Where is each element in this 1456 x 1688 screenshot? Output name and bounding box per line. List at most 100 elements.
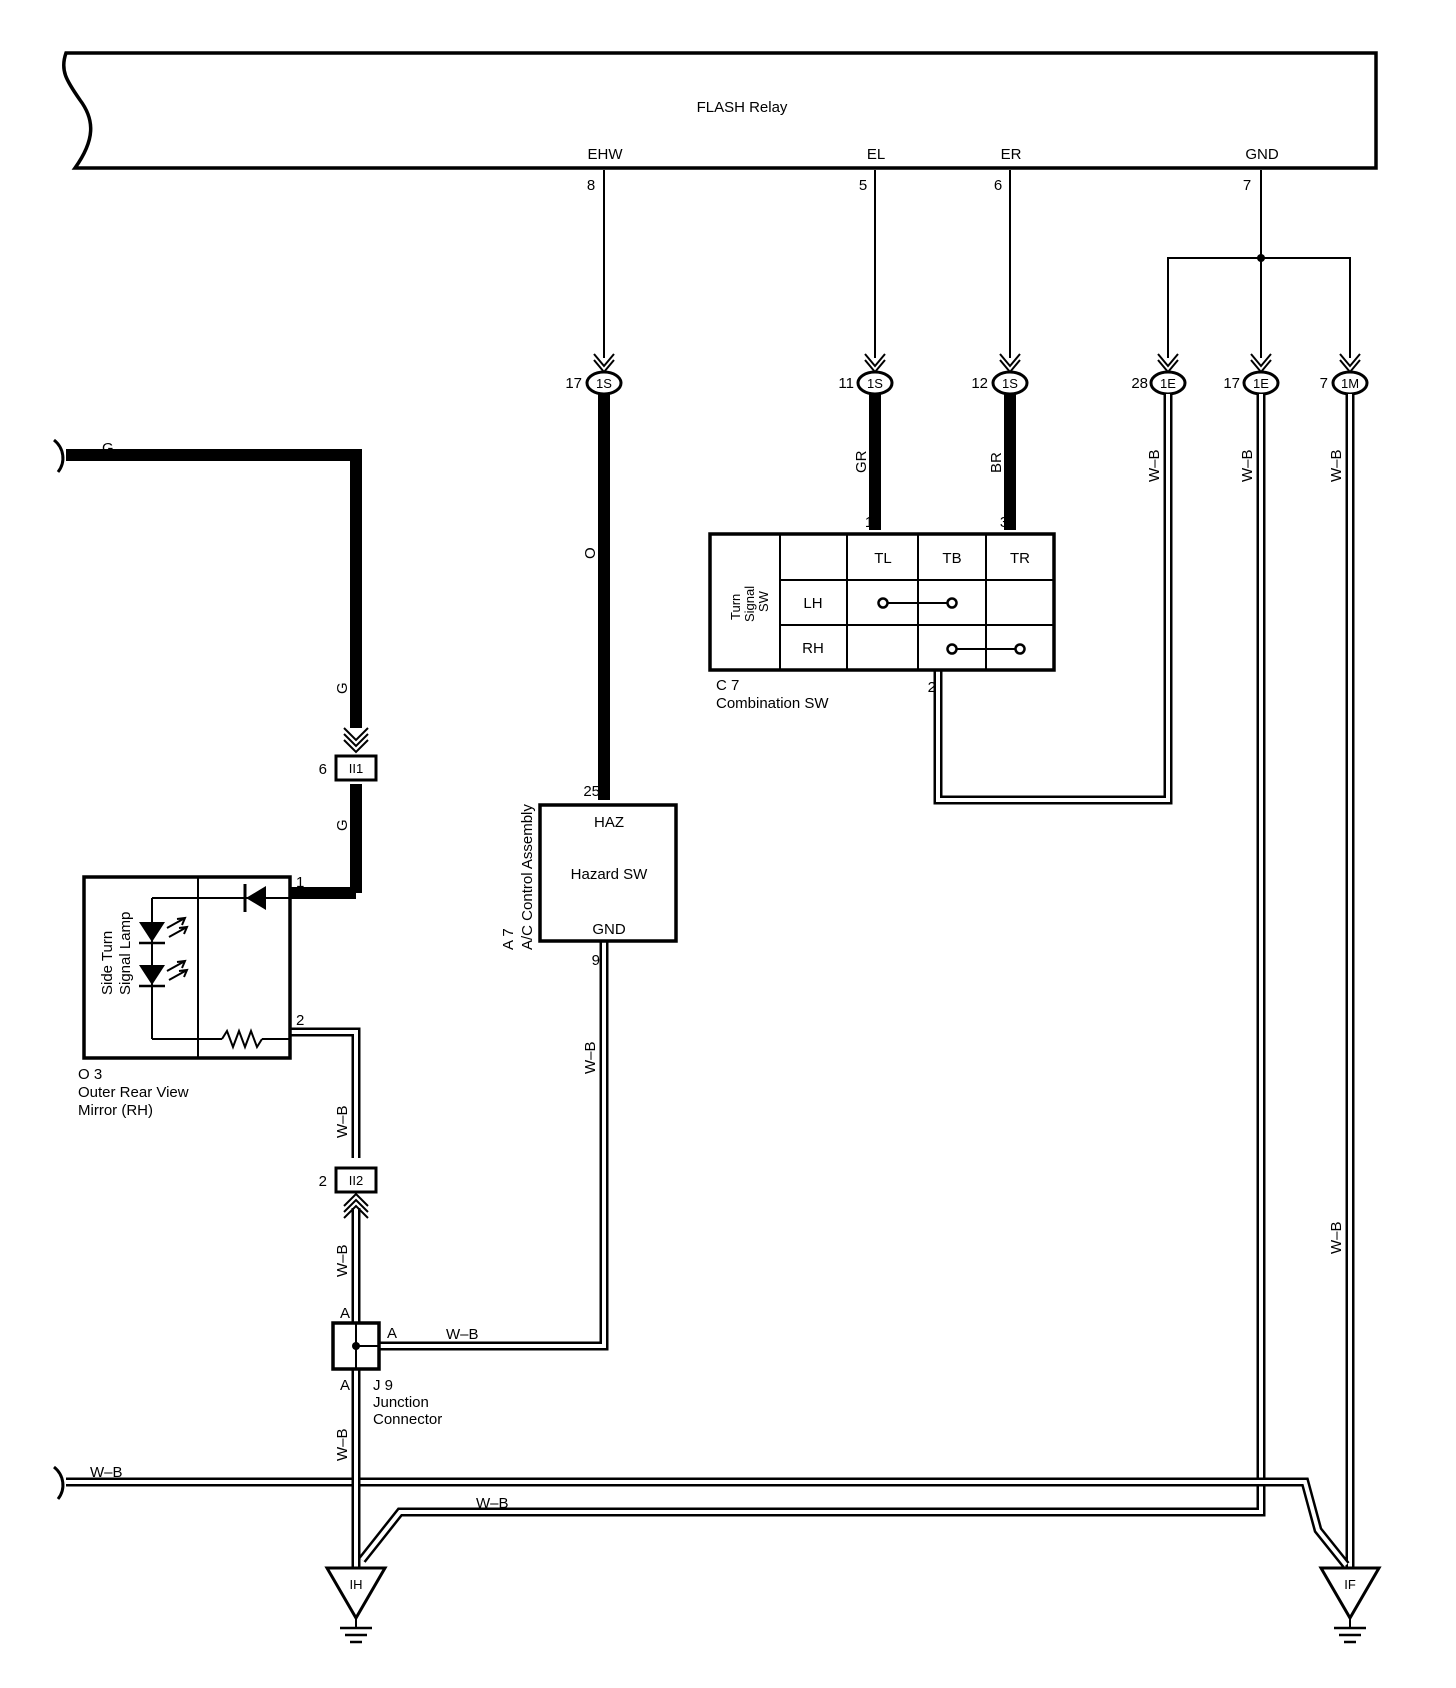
relay-pin-5: 5 <box>859 177 867 194</box>
diode-icon <box>152 884 290 912</box>
combination-switch: Turn Signal SW TL TB TR LH RH 1 3 2 C 7 … <box>708 514 1056 712</box>
wire-label-wb-haz: W–B <box>582 1041 599 1074</box>
switch-row-lh: LH <box>803 595 822 612</box>
connector-1s-11: 1S 11 <box>838 353 894 396</box>
ground-code: IH <box>350 1577 363 1592</box>
connector-code: 1S <box>1002 376 1018 391</box>
inline-pin: 2 <box>319 1173 327 1190</box>
switch-contact-lh <box>877 597 958 609</box>
mirror-name-1: Outer Rear View <box>78 1084 189 1101</box>
wire-label-br: BR <box>988 452 1005 473</box>
relay-terminal-el: EL <box>867 146 885 163</box>
mirror-ref: O 3 <box>78 1066 102 1083</box>
mirror-name-2: Mirror (RH) <box>78 1102 153 1119</box>
switch-row-rh: RH <box>802 640 824 657</box>
wire-label-wb-1m: W–B <box>1328 449 1345 482</box>
connector-1m-7: 1M 7 <box>1320 353 1369 396</box>
connector-code: 1M <box>1341 376 1359 391</box>
relay-pin-6: 6 <box>994 177 1002 194</box>
hazard-switch: HAZ Hazard SW GND 25 9 A 7 A/C Control A… <box>500 783 678 969</box>
ground-code: IF <box>1344 1577 1356 1592</box>
wire-label-wb-mirror: W–B <box>334 1105 351 1138</box>
connector-code: 1S <box>596 376 612 391</box>
relay-pin-7: 7 <box>1243 177 1251 194</box>
switch-name: Combination SW <box>716 695 829 712</box>
connector-pin: 17 <box>565 375 582 392</box>
junction-name-2: Connector <box>373 1411 442 1428</box>
wire-label-o: O <box>582 547 599 559</box>
connector-code: 1E <box>1253 376 1269 391</box>
connector-pin: 7 <box>1320 375 1328 392</box>
hazard-assembly: A/C Control Assembly <box>519 804 536 950</box>
wire-label-g-mid1: G <box>334 682 351 694</box>
hazard-ref: A 7 <box>500 928 517 950</box>
wire-label-wb-left: W–B <box>90 1464 123 1481</box>
wire-label-gr: GR <box>853 450 870 473</box>
connector-1e-28: 1E 28 <box>1131 353 1187 396</box>
resistor-icon <box>152 1028 290 1050</box>
connector-pin: 28 <box>1131 375 1148 392</box>
wire-labels: G G G O GR BR W–B W–B W–B W–B W–B W–B W–… <box>90 440 1345 1512</box>
relay-wires <box>603 170 1351 358</box>
relay-pin-8: 8 <box>587 177 595 194</box>
switch-side-label-2: Signal <box>742 586 757 622</box>
connector-1e-17: 1E 17 <box>1223 353 1280 396</box>
inline-code: II1 <box>349 761 363 776</box>
junction-pin-bottom: A <box>340 1377 350 1394</box>
flash-relay-title: FLASH Relay <box>697 99 788 116</box>
wire-label-wb-1e17: W–B <box>1239 449 1256 482</box>
connector-code: 1S <box>867 376 883 391</box>
junction-pin-top: A <box>340 1305 350 1322</box>
junction-pin-right: A <box>387 1325 397 1342</box>
connector-1s-12: 1S 12 <box>971 353 1029 396</box>
relay-terminal-er: ER <box>1001 146 1022 163</box>
switch-col-tb: TB <box>942 550 961 567</box>
led-icon <box>139 898 189 1039</box>
switch-pin-tl: 1 <box>865 514 873 531</box>
wire-label-wb-ii2: W–B <box>334 1244 351 1277</box>
wire-label-wb-junction: W–B <box>446 1326 479 1343</box>
lamp-label-2: Signal Lamp <box>117 912 134 995</box>
wire-label-wb-1e28: W–B <box>1146 449 1163 482</box>
switch-side-label-1: Turn <box>728 594 743 620</box>
ground-icon <box>1334 1618 1366 1644</box>
junction-connector: A A A J 9 Junction Connector <box>331 1305 442 1428</box>
connector-code: 1E <box>1160 376 1176 391</box>
hazard-pin-bottom: 9 <box>592 952 600 969</box>
mirror-pin-1: 1 <box>296 874 304 891</box>
connector-pin: 11 <box>838 375 854 392</box>
inline-connector-ii2: II2 2 <box>319 1166 378 1219</box>
switch-pin-tr: 3 <box>1000 514 1008 531</box>
switch-col-tl: TL <box>874 550 892 567</box>
switch-col-tr: TR <box>1010 550 1030 567</box>
wire-label-g-mid2: G <box>334 819 351 831</box>
outer-mirror: Side Turn Signal Lamp 1 2 O 3 Outer Rear… <box>78 874 304 1119</box>
wire-label-wb-bottom: W–B <box>476 1495 509 1512</box>
inline-connector-ii1: II1 6 <box>319 727 378 782</box>
connector-row: 1S 17 1S 11 1S 12 1E 28 1E 17 <box>565 353 1369 396</box>
wire-label-wb-1m-low: W–B <box>1328 1221 1345 1254</box>
thick-wires <box>52 394 1016 899</box>
inline-pin: 6 <box>319 761 327 778</box>
switch-side-label-3: SW <box>756 590 771 612</box>
wire-label-wb-lower: W–B <box>334 1428 351 1461</box>
wb-wires <box>52 394 1355 1568</box>
relay-terminal-ehw: EHW <box>588 146 624 163</box>
switch-contact-rh <box>946 643 1026 655</box>
connector-1s-17: 1S 17 <box>565 353 623 396</box>
lamp-label-1: Side Turn <box>99 931 116 995</box>
inline-code: II2 <box>349 1173 363 1188</box>
ground-ih: IH <box>324 1566 388 1644</box>
junction-ref: J 9 <box>373 1377 393 1394</box>
mirror-pin-2: 2 <box>296 1012 304 1029</box>
relay-terminal-gnd: GND <box>1245 146 1279 163</box>
hazard-bottom-terminal: GND <box>592 921 626 938</box>
junction-name-1: Junction <box>373 1394 429 1411</box>
connector-pin: 17 <box>1223 375 1240 392</box>
hazard-top-terminal: HAZ <box>594 814 624 831</box>
hazard-pin-top: 25 <box>583 783 600 800</box>
hazard-name: Hazard SW <box>571 866 649 883</box>
ground-icon <box>340 1618 372 1644</box>
connector-pin: 12 <box>971 375 988 392</box>
